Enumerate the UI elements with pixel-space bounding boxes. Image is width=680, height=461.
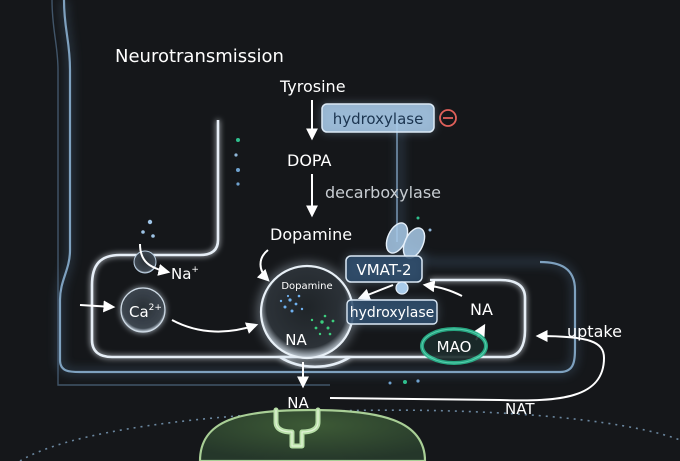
arrow-calcium-vesicle <box>171 319 259 334</box>
particles <box>141 138 432 385</box>
na-cytosol-label: NA <box>470 300 493 319</box>
presynaptic-membrane <box>51 0 578 386</box>
arrow-vmat-vesicle <box>357 284 394 301</box>
mao-label: MAO <box>437 338 472 356</box>
dopamine-label: Dopamine <box>270 225 352 244</box>
nat-uptake-path <box>329 357 605 402</box>
dopa-label: DOPA <box>287 151 332 170</box>
inhibition-icon <box>439 109 457 127</box>
vmat2-transporter: VMAT-2 <box>345 222 426 295</box>
arrow-dopamine-vesicle <box>256 249 270 282</box>
calcium-channel <box>120 287 166 333</box>
arrow-uptake <box>535 330 605 359</box>
ca-ion-label: Ca2+ <box>129 303 162 321</box>
arrow-calcium-in <box>79 300 116 313</box>
mao-enzyme: MAO <box>420 327 488 365</box>
dopamine-particles <box>279 294 304 313</box>
vmat-label: VMAT-2 <box>356 261 411 279</box>
receptor-icon <box>273 407 321 449</box>
tyrosine-label: Tyrosine <box>279 77 346 96</box>
synaptic-vesicle: Dopamine NA <box>257 262 357 362</box>
dopamine-beta-hydroxylase: hydroxylase <box>346 299 438 325</box>
arrow-na-vmat <box>422 280 463 297</box>
receptor-region <box>198 408 427 461</box>
decarboxylase-label: decarboxylase <box>325 183 441 202</box>
vesicle-dopamine-label: Dopamine <box>281 281 332 292</box>
sodium-channel <box>133 243 171 276</box>
na-cleft-label: NA <box>287 394 309 412</box>
na-particles <box>310 314 335 336</box>
uptake-label: uptake <box>567 322 622 341</box>
tyrosine-hydroxylase-enzyme: hydroxylase <box>321 103 435 133</box>
vesicle-na-label: NA <box>285 331 307 349</box>
diagram-title: Neurotransmission <box>115 46 284 67</box>
hydroxylase-vesicle-label: hydroxylase <box>350 305 435 321</box>
hydroxylase-top-label: hydroxylase <box>333 110 424 128</box>
nat-label: NAT <box>505 400 535 418</box>
na-ion-label: Na+ <box>171 265 199 283</box>
